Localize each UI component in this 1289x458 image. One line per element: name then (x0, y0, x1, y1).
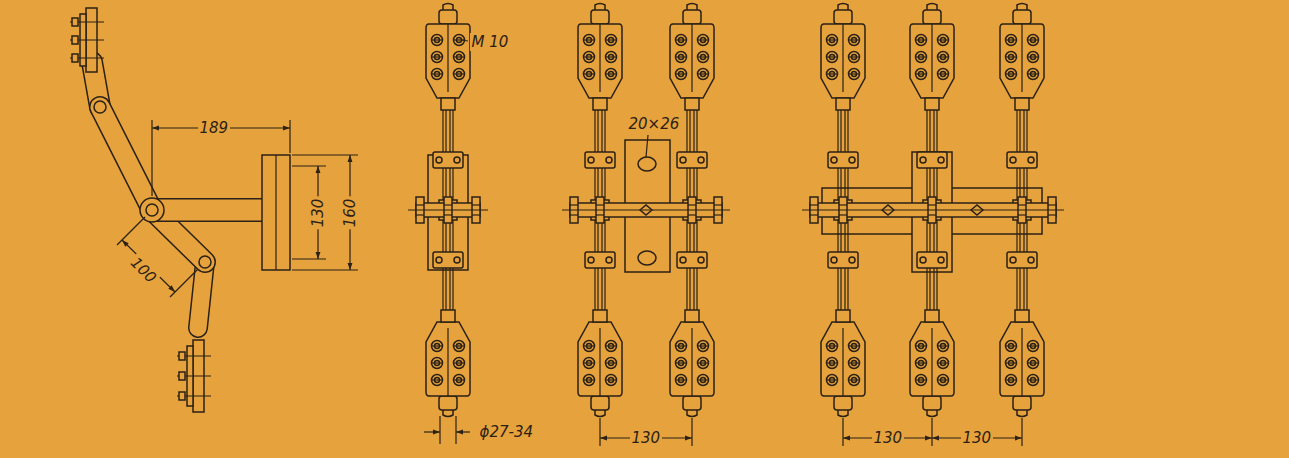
upper-side-clamp (70, 8, 104, 72)
hole-size-callout: 20×26 (627, 115, 682, 133)
dimension-label: 189 (198, 119, 231, 137)
dimension-label: 130 (961, 429, 994, 447)
pivot-hole (199, 256, 211, 268)
pivot-hole (94, 101, 106, 113)
side-view (70, 8, 358, 412)
dimension-label: 160 (341, 197, 359, 230)
lower-arm (152, 210, 205, 328)
dimension-lines (117, 120, 358, 297)
dimension-label: 100 (125, 252, 161, 288)
triple-spacer (802, 4, 1064, 447)
center-arm (94, 101, 290, 270)
clamp-block (262, 155, 290, 270)
double-spacer (562, 4, 730, 447)
dimension-label: 130 (309, 197, 327, 230)
lower-side-clamp (177, 340, 211, 412)
upper-arm (92, 62, 152, 210)
thread-callout: M 10 (470, 33, 511, 51)
single-spacer (408, 4, 488, 445)
diameter-range-label: ϕ27-34 (478, 423, 535, 441)
dimension-label: 130 (872, 429, 905, 447)
dimension-label: 130 (630, 429, 663, 447)
